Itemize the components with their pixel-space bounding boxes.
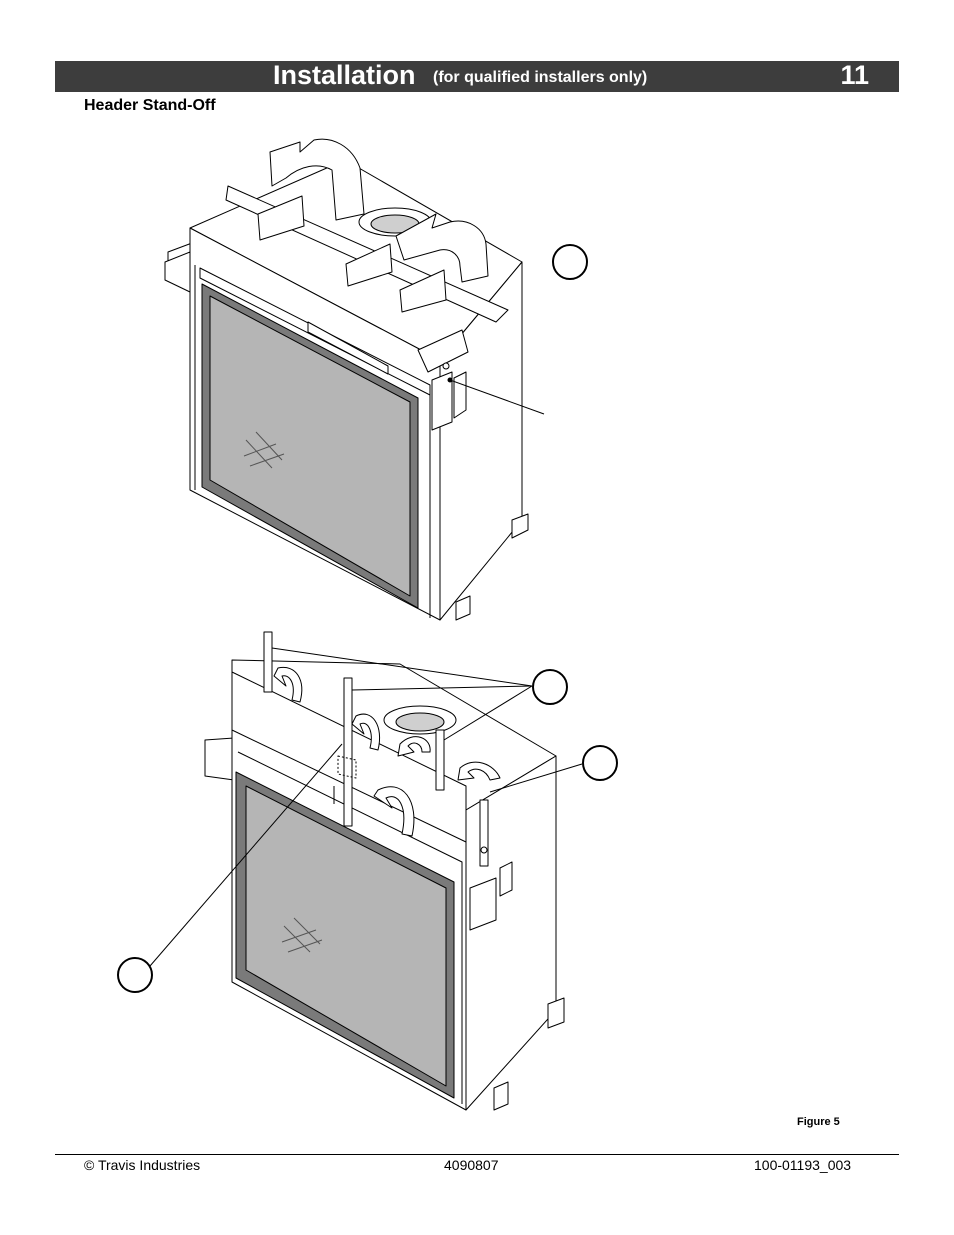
footer-part-number: 100-01193_003 [754,1157,852,1173]
page-number: 11 [840,60,869,90]
section-header-bar: Installation (for qualified installers o… [55,60,899,92]
footer-copyright: © Travis Industries [84,1157,201,1173]
footer-doc-number: 4090807 [444,1157,499,1173]
callout-circle [532,669,568,705]
footer-divider [55,1154,899,1155]
fireplace-top-view [164,138,545,621]
callout-circle [117,957,153,993]
fireplace-bottom-view [149,631,583,1111]
figure-caption: Figure 5 [797,1116,840,1128]
section-heading: Header Stand-Off [84,97,216,114]
section-subtitle: (for qualified installers only) [433,69,648,86]
callout-circle [552,244,588,280]
callout-circle [582,745,618,781]
section-title: Installation [273,60,416,90]
